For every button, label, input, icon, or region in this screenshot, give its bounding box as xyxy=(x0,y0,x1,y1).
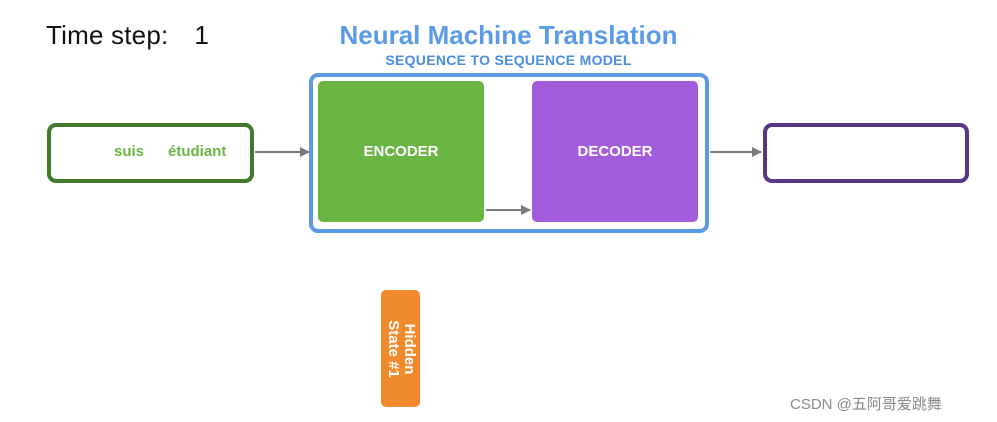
input-word-2: étudiant xyxy=(168,143,227,160)
hidden-state-vector: Hidden State #1 xyxy=(381,290,420,407)
time-step-value: 1 xyxy=(194,20,210,50)
input-word-1: suis xyxy=(114,143,145,160)
encoder-block: ENCODER xyxy=(318,81,484,222)
decoder-block: DECODER xyxy=(532,81,698,222)
time-step-label: Time step: xyxy=(46,20,169,50)
output-sequence-box xyxy=(763,123,969,183)
decoder-label: DECODER xyxy=(577,143,653,160)
seq2seq-model-frame xyxy=(309,73,709,233)
time-step-indicator: Time step: 1 xyxy=(46,20,209,51)
diagram-title: Neural Machine Translation xyxy=(339,20,678,50)
diagram-subtitle: SEQUENCE TO SEQUENCE MODEL xyxy=(385,52,632,68)
input-sequence-box xyxy=(47,123,254,183)
watermark: CSDN @五阿哥爱跳舞 xyxy=(790,396,942,413)
encoder-label: ENCODER xyxy=(363,143,439,160)
